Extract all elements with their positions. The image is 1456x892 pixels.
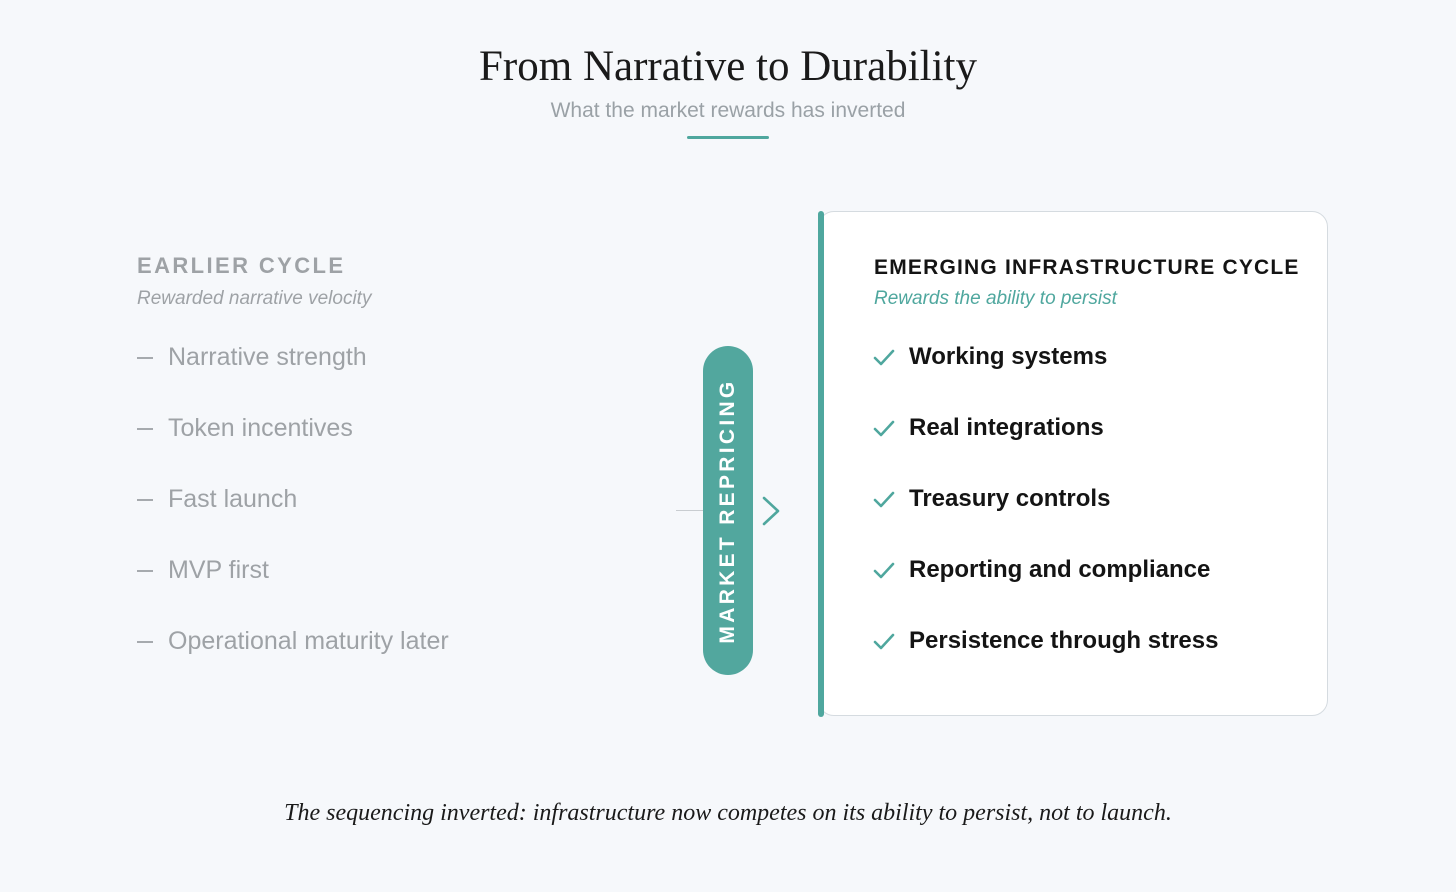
chevron-right-icon [762,496,780,526]
market-repricing-pill: MARKET REPRICING [703,346,753,675]
emerging-cycle-list: Working systems Real integrations Treasu… [872,340,1218,695]
connector-line [676,510,704,511]
emerging-list-item: Persistence through stress [872,624,1218,695]
page-subtitle: What the market rewards has inverted [550,99,906,122]
earlier-list-item: MVP first [137,553,449,624]
emerging-item-label: Persistence through stress [909,627,1219,654]
earlier-item-label: MVP first [168,556,269,584]
emerging-item-label: Working systems [909,343,1108,370]
earlier-cycle-list: Narrative strength Token incentives Fast… [137,340,449,695]
earlier-item-label: Narrative strength [168,343,367,371]
earlier-cycle-heading: EARLIER CYCLE [137,253,346,278]
emerging-cycle-heading: EMERGING INFRASTRUCTURE CYCLE [874,256,1300,279]
earlier-list-item: Fast launch [137,482,449,553]
earlier-cycle-subheading: Rewarded narrative velocity [137,288,372,309]
checkmark-icon [873,349,895,366]
dash-icon [137,428,153,430]
emerging-list-item: Real integrations [872,411,1218,482]
emerging-list-item: Reporting and compliance [872,553,1218,624]
emerging-list-item: Working systems [872,340,1218,411]
earlier-item-label: Token incentives [168,414,353,442]
footer-caption: The sequencing inverted: infrastructure … [284,800,1172,826]
checkmark-icon [873,491,895,508]
earlier-item-label: Fast launch [168,485,298,513]
emerging-item-label: Real integrations [909,414,1104,441]
emerging-cycle-card: EMERGING INFRASTRUCTURE CYCLE Rewards th… [818,211,1328,716]
dash-icon [137,570,153,572]
title-underline [687,136,769,139]
earlier-list-item: Narrative strength [137,340,449,411]
page-title: From Narrative to Durability [479,43,977,90]
market-repricing-label: MARKET REPRICING [716,377,739,644]
earlier-list-item: Token incentives [137,411,449,482]
checkmark-icon [873,420,895,437]
dash-icon [137,357,153,359]
dash-icon [137,499,153,501]
earlier-item-label: Operational maturity later [168,627,449,655]
checkmark-icon [873,562,895,579]
emerging-item-label: Reporting and compliance [909,556,1211,583]
earlier-list-item: Operational maturity later [137,624,449,695]
dash-icon [137,641,153,643]
card-accent-bar [818,211,824,717]
emerging-cycle-subheading: Rewards the ability to persist [874,288,1117,309]
earlier-cycle-column: EARLIER CYCLE Rewarded narrative velocit… [137,252,637,655]
emerging-list-item: Treasury controls [872,482,1218,553]
checkmark-icon [873,633,895,650]
emerging-item-label: Treasury controls [909,485,1111,512]
